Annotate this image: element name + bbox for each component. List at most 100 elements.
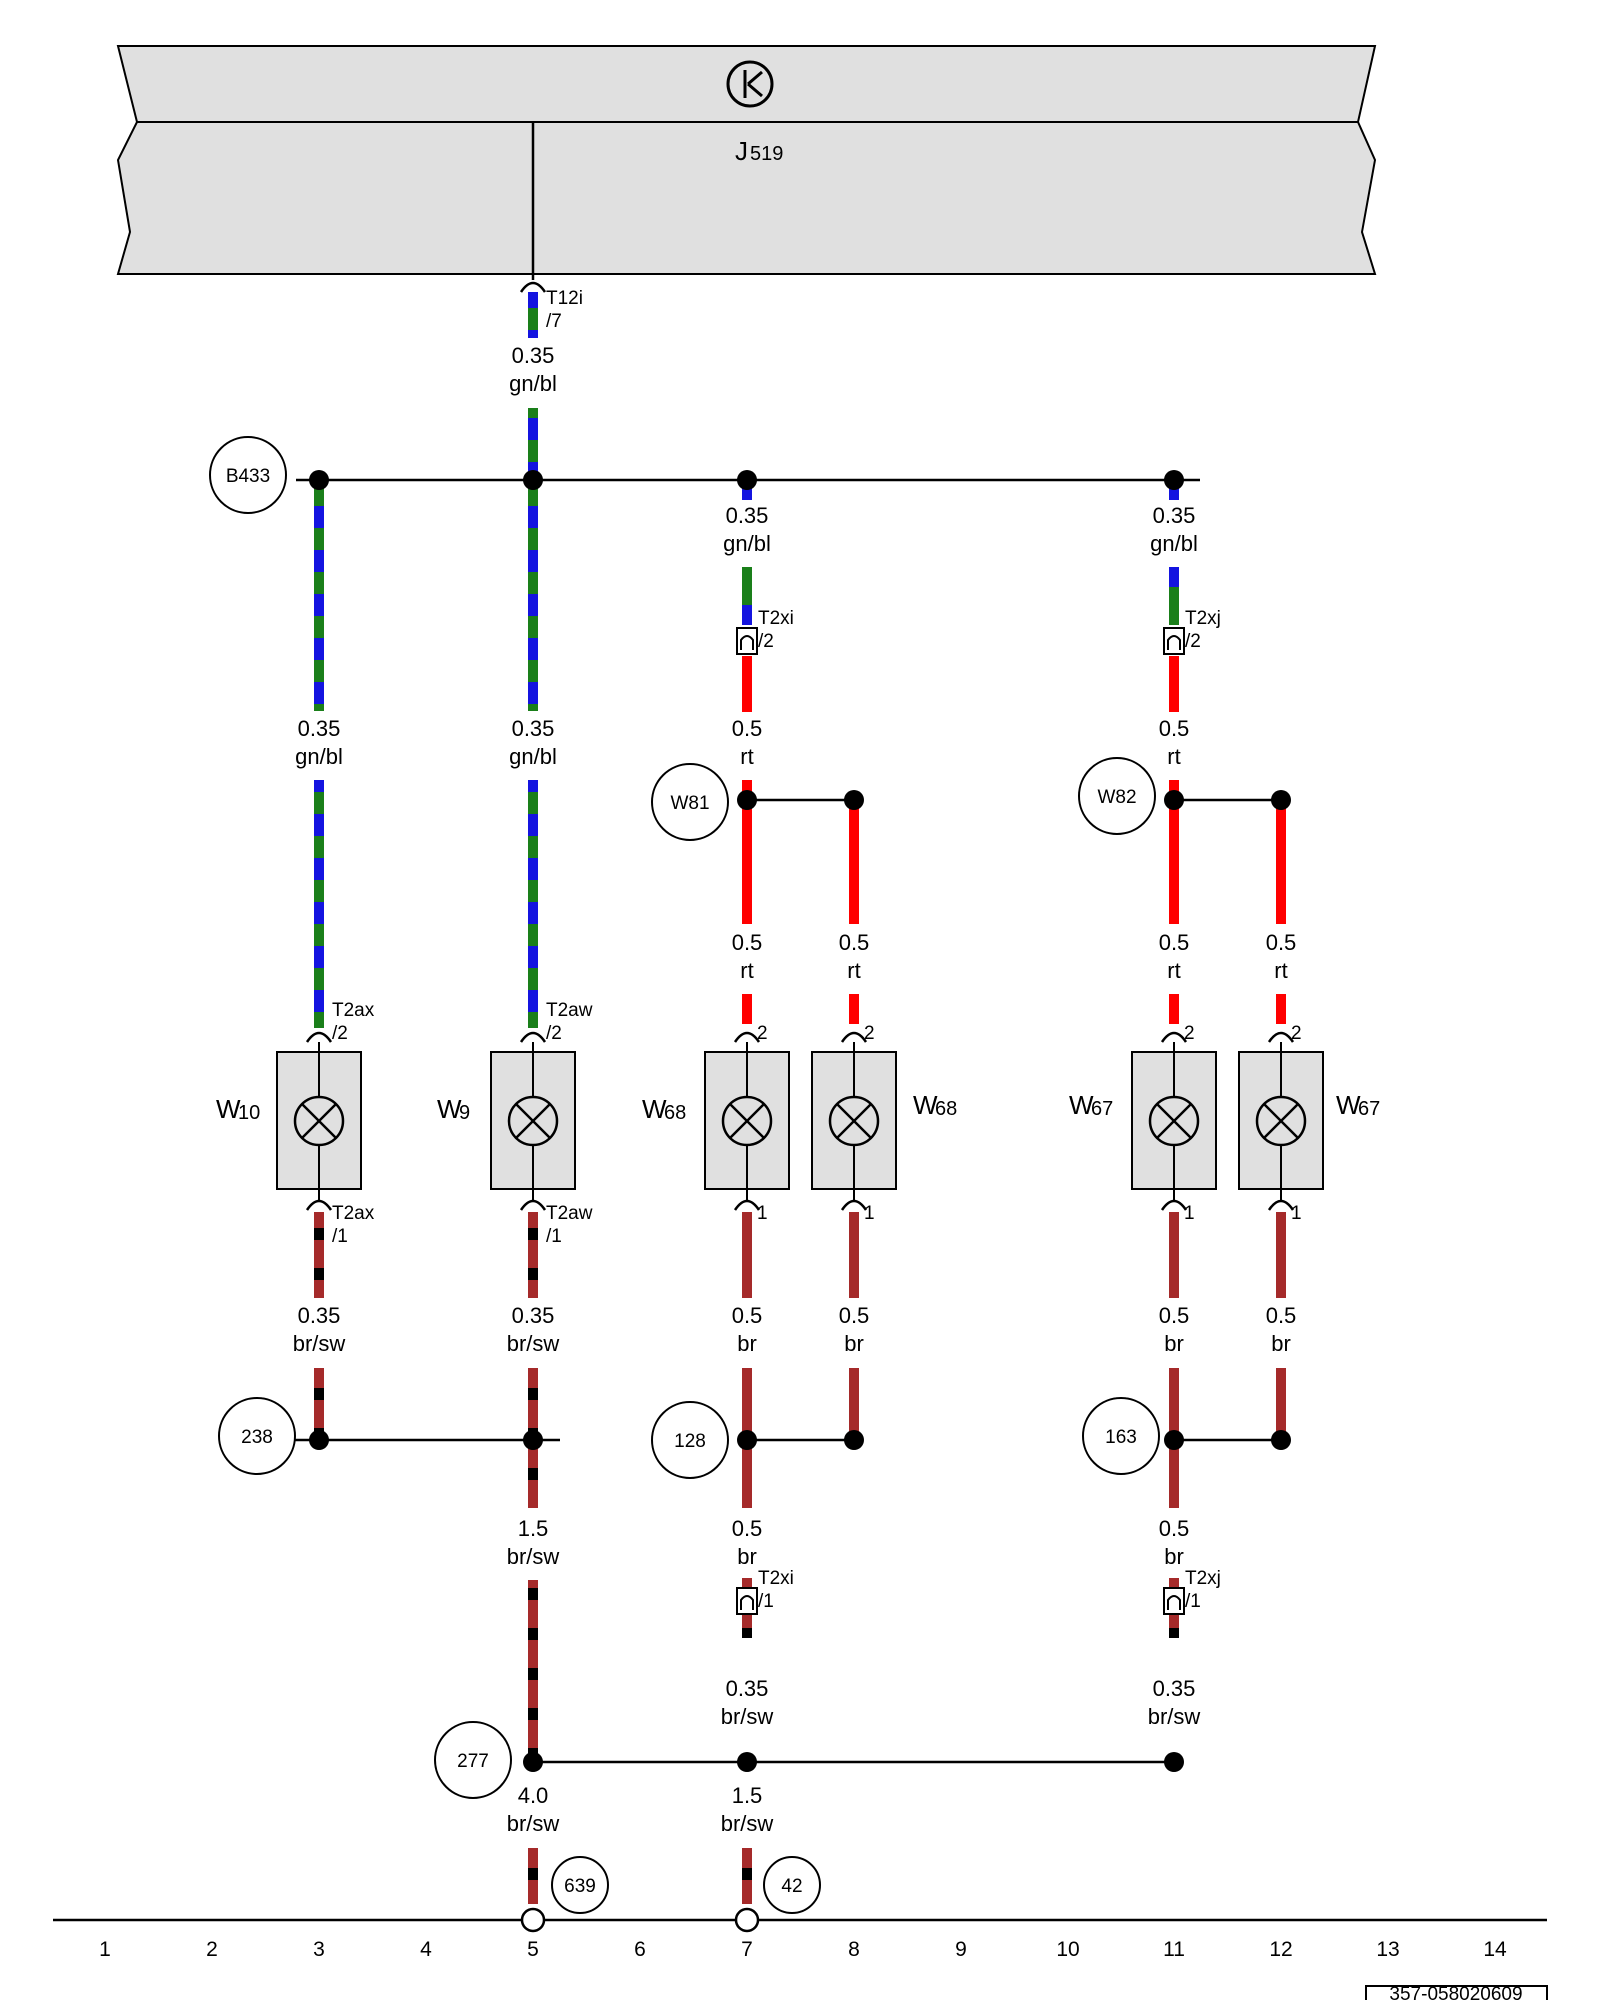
wire-gauge: 1.5 (732, 1783, 763, 1808)
pin-2-label: 2 (864, 1023, 875, 1044)
grid-number: 8 (848, 1938, 860, 1961)
pin-2-label: 2 (1291, 1023, 1302, 1044)
document-id: 357-058020609 (1389, 1984, 1522, 2000)
connector-t2xj-bot-pin: /1 (1185, 1591, 1201, 1612)
junction-circles (209, 436, 1160, 1914)
grid-number: 2 (206, 1938, 218, 1961)
wire-color: br/sw (1148, 1704, 1201, 1729)
wire-color: gn/bl (509, 744, 557, 769)
wire-color: br (737, 1331, 757, 1356)
plug-t12i-pin: /7 (546, 311, 562, 332)
wire-gauge: 0.35 (298, 1303, 341, 1328)
grid-number: 5 (527, 1938, 539, 1961)
grid-number-row: 1 2 3 4 5 6 7 8 9 10 11 12 13 14 (99, 1938, 1507, 1961)
pin-2-label: 2 (1184, 1023, 1195, 1044)
wire-color: br (844, 1331, 864, 1356)
connector-t2ax-bot-pin: /1 (332, 1226, 348, 1247)
bus-lines (53, 478, 1547, 1922)
wire-gauge: 0.5 (1159, 1303, 1190, 1328)
component-w67a-letter: W (1069, 1090, 1094, 1120)
wire-gauge: 0.5 (1159, 930, 1190, 955)
component-w9-letter: W (437, 1094, 462, 1124)
bulb-w68-left (704, 1042, 790, 1200)
wire-gauge: 0.35 (512, 1303, 555, 1328)
wire-labels: 0.35 gn/bl 0.35 gn/bl 0.35 gn/bl 0.35 gn… (293, 343, 1297, 1836)
component-w67b-letter: W (1336, 1090, 1361, 1120)
wire-gauge: 0.5 (1159, 1516, 1190, 1541)
bulb-w10 (276, 1042, 362, 1200)
connector-t2xj-bot: T2xj (1185, 1568, 1221, 1589)
wire-color: br (737, 1544, 757, 1569)
junction-b433-label: B433 (226, 466, 270, 487)
wire-gauge: 0.5 (732, 1303, 763, 1328)
component-w68b-letter: W (913, 1090, 938, 1120)
pin-2-label: 2 (757, 1023, 768, 1044)
connector-t2aw-top-pin: /2 (546, 1023, 562, 1044)
connector-t2xi-bot-pin: /1 (758, 1591, 774, 1612)
wire-gauge: 0.5 (732, 716, 763, 741)
wire-color: rt (1274, 958, 1287, 983)
wire-color: br/sw (721, 1811, 774, 1836)
wire-color: br (1164, 1331, 1184, 1356)
connector-t2ax-top: T2ax (332, 1000, 375, 1021)
wire-gauge: 0.35 (726, 1676, 769, 1701)
ground-point-639 (520, 1907, 546, 1933)
control-unit-label-sub: 519 (750, 143, 783, 165)
wire-gauge: 0.5 (732, 1516, 763, 1541)
component-w67b-sub: 67 (1358, 1098, 1380, 1120)
control-unit-j519: J 519 (116, 45, 1377, 280)
wire-gauge: 0.35 (1153, 503, 1196, 528)
pin-1-label: 1 (1184, 1203, 1195, 1224)
grid-number: 10 (1056, 1938, 1079, 1961)
wire-color: rt (740, 958, 753, 983)
bulb-w9 (490, 1042, 576, 1200)
wire-color: br/sw (507, 1811, 560, 1836)
wire-gauge: 0.35 (512, 716, 555, 741)
wire-color: br/sw (293, 1331, 346, 1356)
grid-number: 3 (313, 1938, 325, 1961)
wire-gauge: 0.35 (1153, 1676, 1196, 1701)
ground-42-label: 42 (781, 1876, 802, 1897)
grid-number: 13 (1376, 1938, 1399, 1961)
connector-t2xj-top: T2xj (1185, 608, 1221, 629)
grid-number: 4 (420, 1938, 432, 1961)
wire-gauge: 0.35 (298, 716, 341, 741)
bulb-w67-right (1238, 1042, 1324, 1200)
connector-t2xi-top-pin: /2 (758, 631, 774, 652)
component-w68b-sub: 68 (935, 1098, 957, 1120)
wire-gauge: 0.5 (1159, 716, 1190, 741)
grid-number: 6 (634, 1938, 646, 1961)
wire-gauge: 4.0 (518, 1783, 549, 1808)
connector-t2aw-bot: T2aw (546, 1203, 593, 1224)
wire-gauge: 0.35 (726, 503, 769, 528)
grid-number: 7 (741, 1938, 753, 1961)
component-w67a-sub: 67 (1091, 1098, 1113, 1120)
wire-gauge: 0.5 (732, 930, 763, 955)
grid-number: 12 (1269, 1938, 1292, 1961)
grid-number: 11 (1163, 1938, 1185, 1961)
control-unit-body (116, 121, 1377, 275)
junction-w81-label: W81 (670, 793, 709, 814)
grid-number: 9 (955, 1938, 967, 1961)
pin-1-label: 1 (757, 1203, 768, 1224)
bulb-w68-right (811, 1042, 897, 1200)
connector-t2xj-top-pin: /2 (1185, 631, 1201, 652)
connector-t2aw-top: T2aw (546, 1000, 593, 1021)
pin-1-label: 1 (1291, 1203, 1302, 1224)
wire-color: br (1271, 1331, 1291, 1356)
junction-dots (309, 470, 1291, 1772)
wire-color: rt (847, 958, 860, 983)
wire-color: br/sw (507, 1544, 560, 1569)
ground-639-label: 639 (564, 1876, 596, 1897)
component-w68a-letter: W (642, 1094, 667, 1124)
wire-color: gn/bl (723, 531, 771, 556)
wire-color: gn/bl (509, 371, 557, 396)
wire-color: rt (1167, 958, 1180, 983)
ground-point-42 (734, 1907, 760, 1933)
plug-symbols (305, 281, 1295, 1211)
wire-color: br (1164, 1544, 1184, 1569)
wire-gauge: 0.5 (839, 1303, 870, 1328)
wire-color: rt (1167, 744, 1180, 769)
junction-277-label: 277 (457, 1751, 489, 1772)
